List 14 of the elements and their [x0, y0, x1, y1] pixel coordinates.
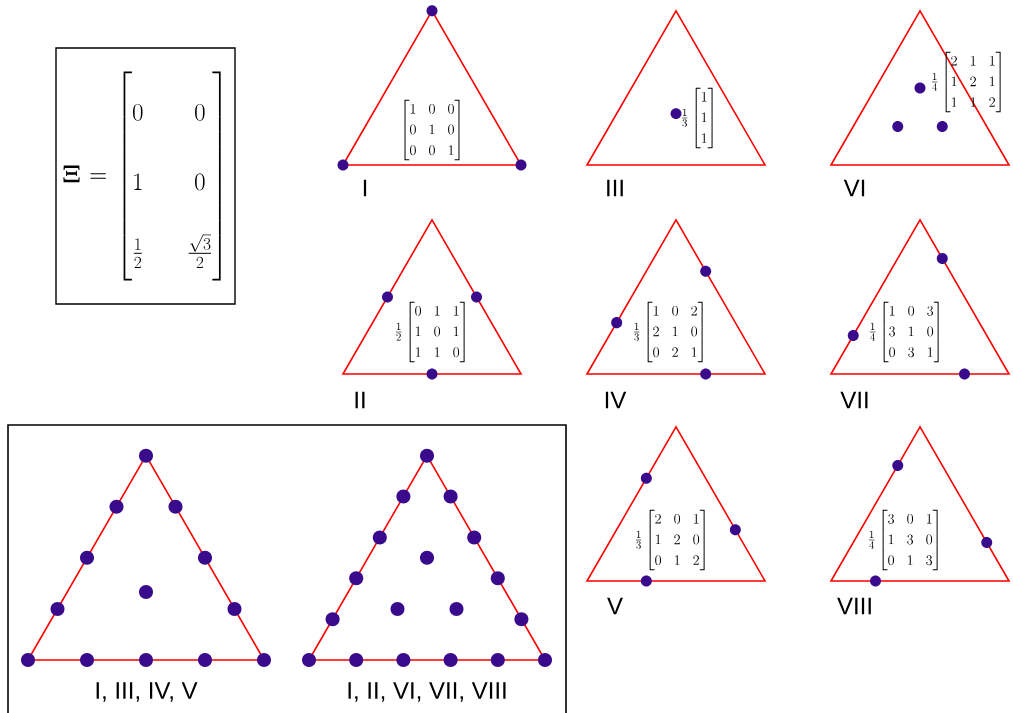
point-lattice-drawing	[302, 448, 552, 667]
roman-numeral: II	[355, 391, 365, 409]
roman-numeral: V	[607, 597, 623, 615]
matrix-box: $\mathbf{\Xi}=\begin{bmatrix}0&0\\1&0\\\frac{1}{2}&\frac{\sqrt{3}}{2}\end{bmatrix}$	[55, 47, 236, 305]
panel-frame	[7, 424, 567, 713]
triangle-label: I, III, IV, V	[96, 682, 198, 702]
roman-numeral: VI	[843, 179, 865, 197]
triangle-label: I, II, VI, VII, VIII	[348, 682, 506, 702]
roman-numeral: VII	[840, 391, 868, 409]
roman-numeral: I	[363, 179, 367, 197]
point-lattice-drawing	[21, 448, 271, 667]
roman-numeral: IV	[605, 391, 627, 409]
roman-numeral: III	[607, 179, 623, 197]
roman-numeral: VIII	[837, 597, 871, 615]
